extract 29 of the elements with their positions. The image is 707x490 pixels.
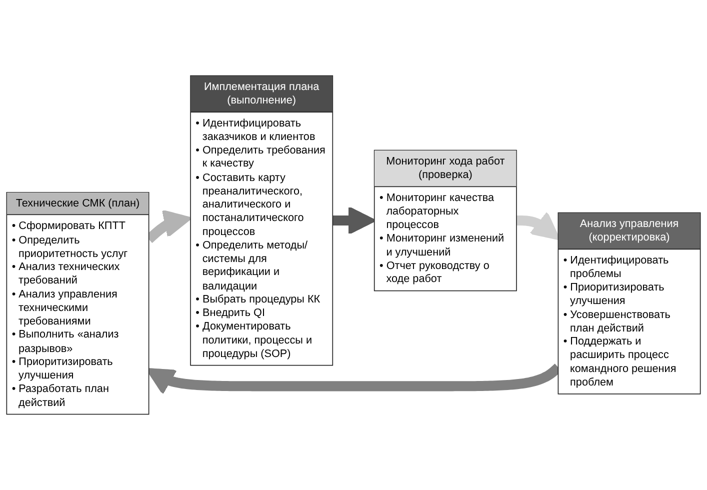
box-heading: Имплементация плана (выполнение) — [190, 76, 332, 112]
list-item: • Анализ управления техническими требованиями — [12, 287, 118, 328]
list-item: • Усовершенствовать план действий — [563, 308, 672, 335]
list-item: • Идентифицировать проблемы — [563, 253, 670, 280]
list-item: • Анализ технических требований — [12, 260, 121, 288]
process-box — [558, 212, 701, 394]
process-box — [374, 150, 517, 292]
list-item: • Поддержать и расширить процесс командного решения проблем — [563, 334, 678, 389]
process-box — [190, 75, 334, 366]
list-item: • Определить приоритетность услуг — [12, 232, 129, 260]
list-item: • Выбрать процедуры КК — [196, 292, 322, 306]
list-item: • Внедрить QI — [196, 306, 266, 320]
list-item: • Выполнить «анализ разрывов» — [12, 328, 120, 355]
list-item: • Документировать политики, процессы и процедуры (SOP) — [196, 320, 314, 360]
list-item: • Составить карту преаналитического, аналитического и постаналитического процессов — [196, 170, 305, 238]
list-item: • Мониторинг качества лабораторных процессов — [380, 190, 495, 232]
list-item: • Идентифицировать заказчиков и клиентов — [196, 116, 316, 144]
list-item: • Определить требования к качеству — [196, 143, 326, 170]
list-item: • Мониторинг изменений и улучшений — [380, 231, 506, 259]
box-heading: Технические СМК (план) — [6, 192, 149, 216]
list-item: • Приоритизировать улучшения — [563, 280, 666, 308]
list-item: • Сформировать КПТТ — [12, 219, 126, 233]
box-heading: Мониторинг хода работ (проверка) — [374, 150, 516, 187]
list-item: • Разработать план действий — [12, 382, 110, 410]
list-item: • Отчет руководству о ходе работ — [380, 258, 490, 286]
list-item: • Определить методы/системы для верификации и валидации — [196, 238, 309, 292]
box-heading: Анализ управления (корректировка) — [558, 212, 700, 250]
list-item: • Приоритизировать улучшения — [12, 354, 114, 382]
process-box — [6, 192, 150, 415]
